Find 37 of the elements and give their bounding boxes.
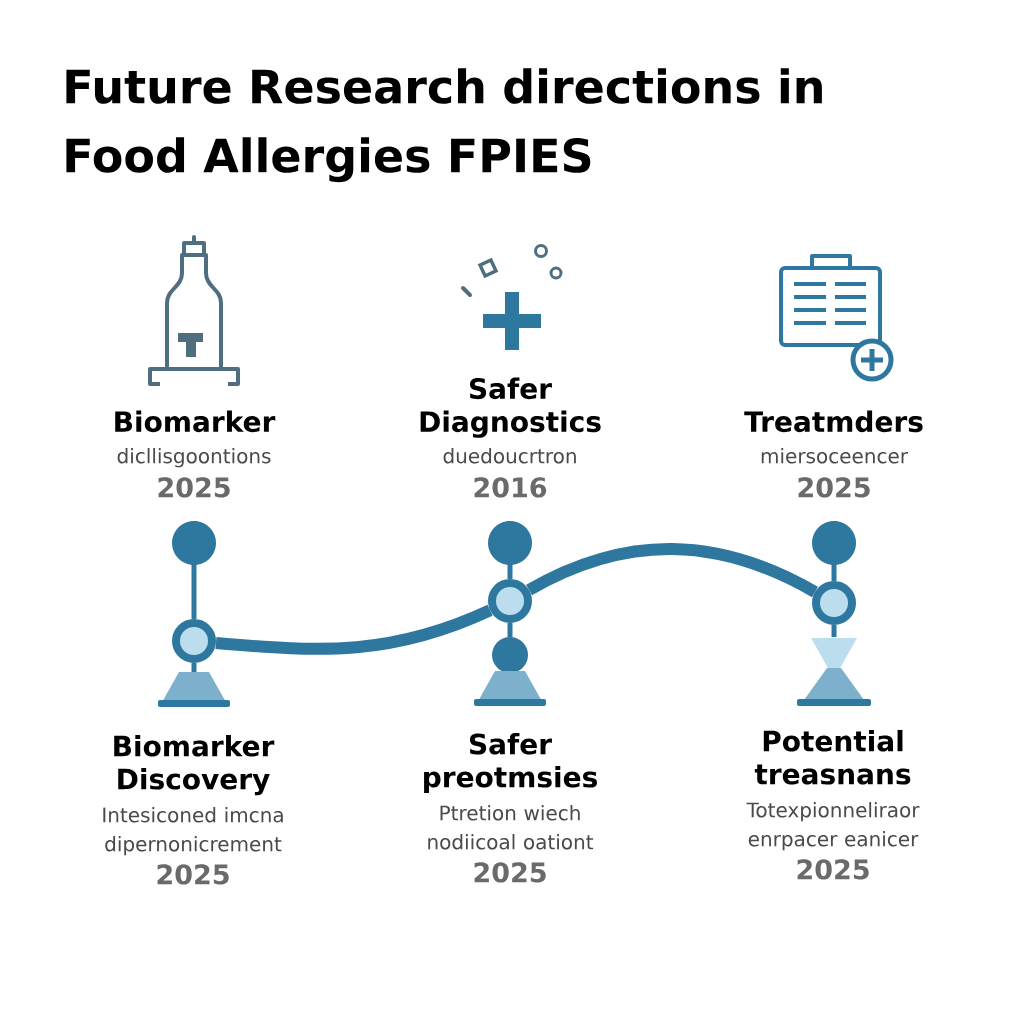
ring-marker — [488, 579, 532, 623]
year-label: 2016 — [474, 477, 547, 498]
circle-marker — [488, 521, 532, 565]
hourglass — [797, 638, 871, 706]
year-label: 2025 — [798, 477, 870, 498]
pedestal — [158, 672, 230, 707]
timeline-curve — [526, 543, 818, 598]
connector-line — [507, 565, 513, 579]
pedestal — [474, 671, 546, 706]
connector-line — [831, 625, 837, 637]
year-label: 2025 — [797, 859, 869, 880]
connector-line — [191, 565, 197, 619]
milestone-description: Ptretion wiech nodiicoal oationt — [428, 805, 594, 850]
milestone-title: Biomarker — [115, 410, 276, 433]
milestone-description: dicllisgoontions — [117, 448, 271, 468]
milestone-description: Totexpionneliraor enrpacer eanicer — [746, 802, 920, 851]
connector-line — [191, 663, 197, 672]
milestone-description: duedoucrtron — [443, 448, 576, 464]
circle-marker — [492, 637, 528, 673]
milestone-title: Safer preotmsies — [424, 732, 597, 794]
milestone-title: Treatmders — [744, 410, 923, 433]
milestone-title: Safer Diagnostics — [420, 377, 601, 438]
connector-line — [831, 565, 837, 581]
milestone-description: miersoceencer — [761, 448, 908, 464]
milestone-title: Potential treasnans — [754, 729, 911, 785]
circle-marker — [812, 521, 856, 565]
milestone-title: Biomarker Discovery — [114, 734, 275, 796]
ring-marker — [812, 581, 856, 625]
circle-marker — [172, 521, 216, 565]
connector-line — [507, 623, 513, 637]
title: Future Research directions in Food Allergies FPIES — [66, 68, 822, 183]
year-label: 2025 — [158, 477, 230, 498]
year-label: 2025 — [157, 864, 229, 885]
year-label: 2025 — [474, 862, 546, 883]
milestone-description: Intesiconed imcna dipernonicrement — [103, 807, 283, 856]
ring-marker — [172, 619, 216, 663]
timeline-curve — [215, 604, 493, 655]
